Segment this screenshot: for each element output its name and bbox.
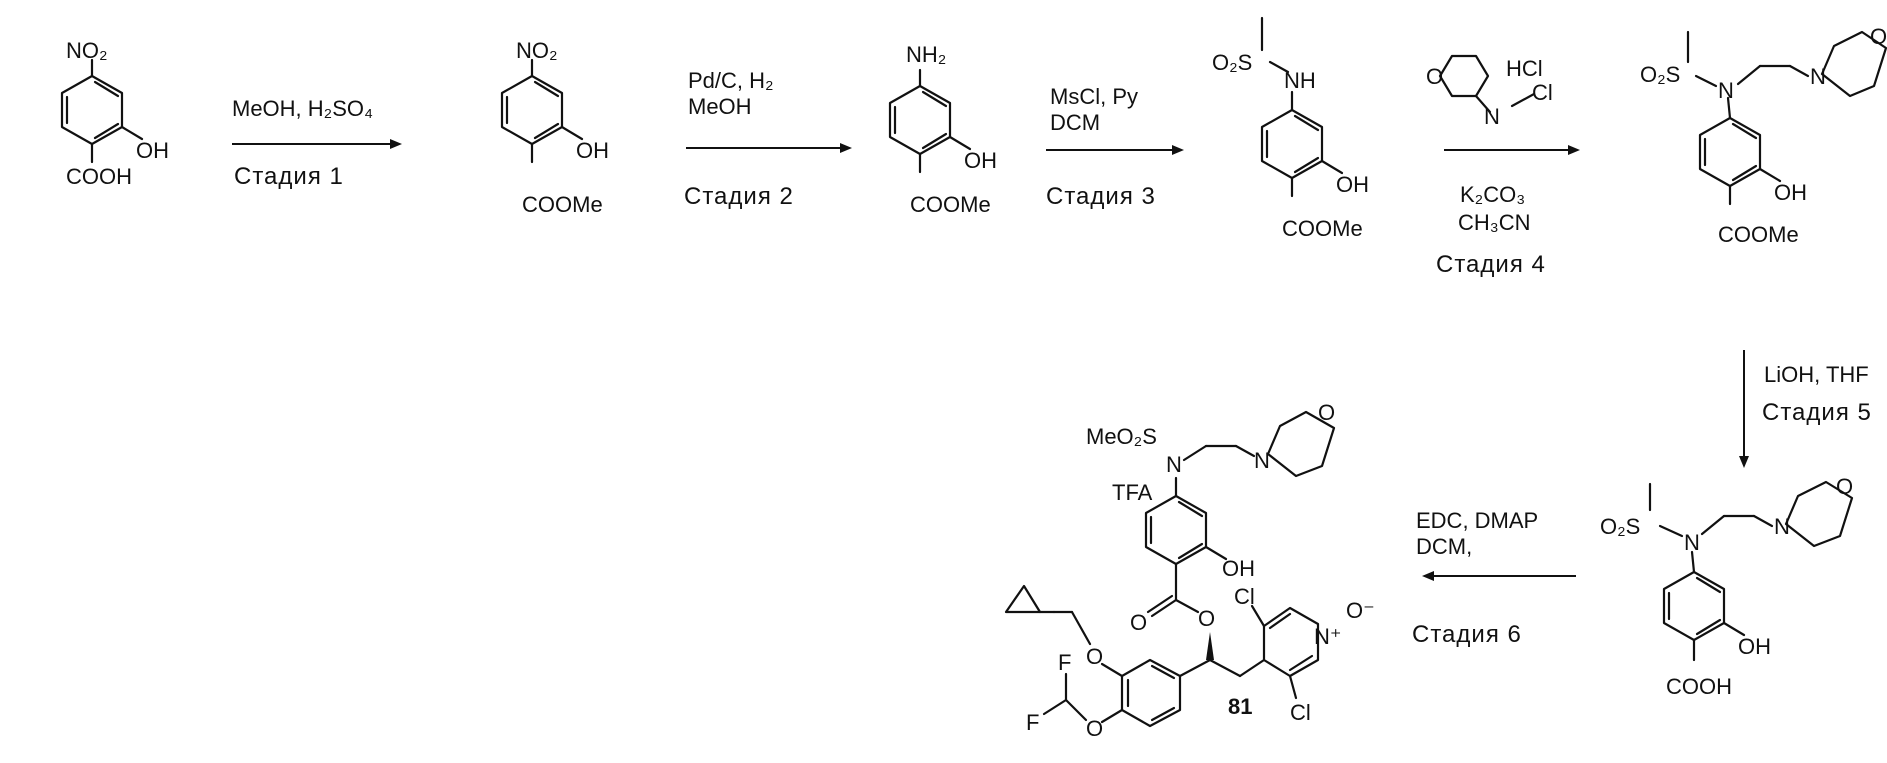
step-4-reagent-line-3: CH₃CN <box>1458 210 1531 235</box>
step-5-reagent-line-1: LiOH, THF <box>1764 362 1869 387</box>
ester-label: COOMe <box>522 192 603 217</box>
morpholine-nitrogen-label: N <box>1810 64 1826 89</box>
sulfonyl-label: O₂S <box>1600 514 1640 539</box>
sulfonyl-label: O₂S <box>1212 50 1252 75</box>
compound-methyl-aminosalicylate: NH₂ OH COOMe <box>888 42 997 217</box>
sulfonamide-nitrogen-label: N <box>1166 452 1182 477</box>
compound-number: 81 <box>1228 694 1252 719</box>
step-4-arrow: O N Cl HCl K₂CO₃ CH₃CN Стадия 4 <box>1426 54 1580 278</box>
hydroxy-label: OH <box>1774 180 1807 205</box>
step-2-stage-label: Стадия 2 <box>684 183 794 210</box>
sulfonamide-nitrogen-label: N <box>1684 530 1700 555</box>
ester-label: COOMe <box>910 192 991 217</box>
compound-methyl-nitrosalicylate: NO₂ OH COOMe <box>500 38 609 217</box>
fluoro-top-label: F <box>1058 650 1071 675</box>
compound-81: MeO₂S N N O TFA OH O O Cl Cl N⁺ O⁻ <box>1004 400 1375 741</box>
hydroxy-label: OH <box>1222 556 1255 581</box>
carboxy-label: COOH <box>1666 674 1732 699</box>
amino-label: NH₂ <box>906 42 946 67</box>
step-3-arrow: MsCl, Py DCM Стадия 3 <box>1046 84 1184 210</box>
compound-methanesulfonamide-ester: O₂S NH OH COOMe <box>1212 16 1369 241</box>
hydroxy-label: OH <box>1738 634 1771 659</box>
step-6-reagent-line-2: DCM, <box>1416 534 1472 559</box>
morpholine-oxygen-label: O <box>1870 24 1887 49</box>
pyridinium-nitrogen-label: N⁺ <box>1314 624 1342 649</box>
pyridine-chloro-top-label: Cl <box>1234 584 1255 609</box>
step-1-arrow: MeOH, H₂SO₄ Стадия 1 <box>232 96 402 190</box>
compound-nitrosalicylic-acid: NO₂ OH COOH <box>60 38 169 189</box>
pyridine-chloro-bottom-label: Cl <box>1290 700 1311 725</box>
ester-label: COOMe <box>1282 216 1363 241</box>
hydroxy-label: OH <box>964 148 997 173</box>
step-2-arrow: Pd/C, H₂ MeOH Стадия 2 <box>684 68 852 210</box>
morpholine-nitrogen-label: N <box>1774 514 1790 539</box>
sulfonyl-label: MeO₂S <box>1086 424 1157 449</box>
n-oxide-label: O⁻ <box>1346 598 1375 623</box>
step-1-reagent-line-1: MeOH, H₂SO₄ <box>232 96 373 121</box>
step-3-reagent-line-2: DCM <box>1050 110 1100 135</box>
step-6-arrow: EDC, DMAP DCM, Стадия 6 <box>1412 508 1576 648</box>
chloroethylmorpholine-reagent: O N Cl HCl <box>1426 54 1553 129</box>
tfa-label: TFA <box>1112 480 1153 505</box>
step-3-stage-label: Стадия 3 <box>1046 183 1156 210</box>
sulfonyl-label: O₂S <box>1640 62 1680 87</box>
step-4-stage-label: Стадия 4 <box>1436 251 1546 278</box>
step-2-reagent-line-1: Pd/C, H₂ <box>688 68 774 93</box>
compound-morpholinoethyl-sulfonamide-acid: O₂S N N O OH COOH <box>1600 474 1853 699</box>
compound-morpholinoethyl-sulfonamide-ester: O₂S N N O OH COOMe <box>1640 24 1887 247</box>
nitro-label: NO₂ <box>66 38 108 63</box>
morpholine-oxygen-label: O <box>1836 474 1853 499</box>
morpholine-nitrogen-label: N <box>1254 448 1270 473</box>
chloro-label: Cl <box>1532 80 1553 105</box>
step-6-reagent-line-1: EDC, DMAP <box>1416 508 1538 533</box>
carbonyl-oxygen-label: O <box>1130 610 1147 635</box>
step-5-stage-label: Стадия 5 <box>1762 399 1872 426</box>
hydroxy-label: OH <box>136 138 169 163</box>
nh-label: NH <box>1284 68 1316 93</box>
morpholine-oxygen-label: O <box>1318 400 1335 425</box>
step-2-reagent-line-2: MeOH <box>688 94 752 119</box>
hydroxy-label: OH <box>576 138 609 163</box>
ether-oxygen-label: O <box>1086 644 1103 669</box>
fluoro-bottom-label: F <box>1026 710 1039 735</box>
step-5-arrow: LiOH, THF Стадия 5 <box>1739 350 1872 468</box>
difluoromethoxy-oxygen-label: O <box>1086 716 1103 741</box>
step-4-reagent-line-2: K₂CO₃ <box>1460 182 1525 207</box>
morpholine-oxygen-label: O <box>1426 64 1443 89</box>
sulfonamide-nitrogen-label: N <box>1718 78 1734 103</box>
step-3-reagent-line-1: MsCl, Py <box>1050 84 1138 109</box>
step-1-stage-label: Стадия 1 <box>234 163 344 190</box>
nitro-label: NO₂ <box>516 38 558 63</box>
ester-label: COOMe <box>1718 222 1799 247</box>
ester-oxygen-label: O <box>1198 606 1215 631</box>
carboxy-label: COOH <box>66 164 132 189</box>
hydroxy-label: OH <box>1336 172 1369 197</box>
step-4-reagent-hcl: HCl <box>1506 56 1543 81</box>
step-6-stage-label: Стадия 6 <box>1412 621 1522 648</box>
morpholine-nitrogen-label: N <box>1484 104 1500 129</box>
